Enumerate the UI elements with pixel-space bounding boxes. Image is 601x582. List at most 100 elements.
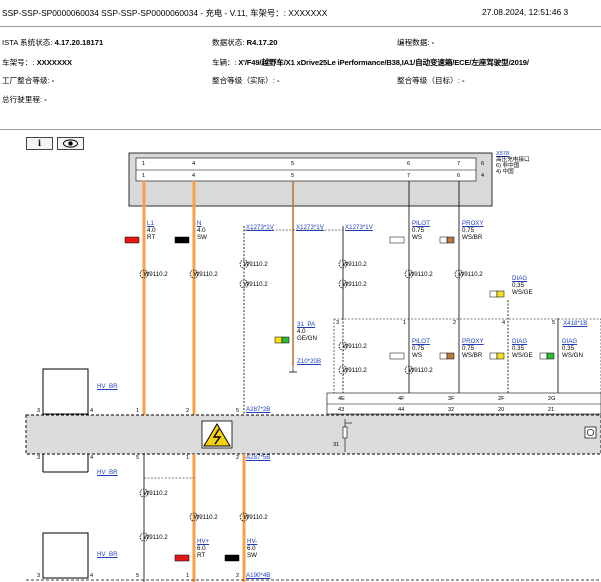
splice-a287-2b[interactable]: A287*2B <box>246 406 271 413</box>
document-datetime: 27.08.2024, 12:51:46 3 <box>482 7 569 17</box>
shield-circle-12 <box>139 488 149 498</box>
swatch-diag-mid-a <box>489 352 498 360</box>
pin-r2-4: 4 <box>192 173 196 179</box>
factory-level: 工厂整合等级: - <box>2 76 55 85</box>
wire-label-hvminus[interactable]: HV- 6.0 SW <box>247 538 258 559</box>
bottom-pin-2: 2 <box>236 573 240 579</box>
wire-label-hvplus[interactable]: HV+ 6.0 RT <box>197 538 210 559</box>
swatch-proxy-top-b <box>446 236 455 244</box>
target-level: 整合等级（目标）: - <box>397 76 465 85</box>
hv-br-label-top[interactable]: HV_BR <box>97 383 118 390</box>
connector-x578-inner <box>135 157 477 182</box>
eye-icon <box>63 139 78 148</box>
hv-br-box-top <box>42 368 89 415</box>
shield-label-11: : W9110.2 <box>405 367 433 374</box>
pin-r2-7: 7 <box>407 173 411 179</box>
shield-label-10: : W9110.2 <box>339 367 367 374</box>
bottom-pin-3: 3 <box>37 573 41 579</box>
ista-status: ISTA 系统状态: 4.17.20.18171 <box>2 38 104 47</box>
shield-circle-11 <box>404 365 414 375</box>
term-44: 44 <box>398 407 405 413</box>
wire-label-l1[interactable]: L1 4.0 RT <box>147 220 156 241</box>
shield-circle-2 <box>189 269 199 279</box>
splice-a287-5b[interactable]: A287*5B <box>246 454 271 461</box>
shield-label-1: : W9110.2 <box>140 271 168 278</box>
swatch-31pa-a <box>274 336 283 344</box>
shield-circle-14 <box>239 512 249 522</box>
pin-r2-5: 5 <box>291 173 295 179</box>
connector-desc-1: 高压充电接口 <box>496 157 530 163</box>
view-toggle-button[interactable] <box>57 137 84 150</box>
mid-pin-5: 5 <box>552 320 556 326</box>
hv-br-box-bottom <box>42 532 89 579</box>
term-20: 20 <box>498 407 505 413</box>
wire-label-pilot-mid[interactable]: PILOT 0.75 WS <box>412 338 430 359</box>
hv-br-label-bottom[interactable]: HV_BR <box>97 551 118 558</box>
swatch-proxy-mid-a <box>439 352 448 360</box>
shield-label-2: : W9110.2 <box>190 271 218 278</box>
shield-label-7: : W9110.2 <box>405 271 433 278</box>
bar-bottom-2: 2 <box>236 455 240 461</box>
splice-a190[interactable]: A190*4B <box>246 572 271 579</box>
swatch-31pa-b <box>281 336 290 344</box>
shield-circle-3 <box>239 259 249 269</box>
bar-bottom-4: 4 <box>90 455 94 461</box>
wire-label-pilot-top[interactable]: PILOT 0.75 WS <box>412 220 430 241</box>
pin-r1-4: 4 <box>192 161 196 167</box>
bar-bottom-5: 5 <box>136 455 140 461</box>
splice-x1273-b[interactable]: X1273*1V <box>296 224 324 231</box>
swatch-hvminus <box>224 554 240 562</box>
connector-id[interactable]: X578 <box>496 151 510 157</box>
document-title: SSP-SSP-SP0000060034 SSP-SSP-SP000006003… <box>2 8 328 18</box>
wire-label-diag1[interactable]: DIAG 0.35 WS/GE <box>512 275 533 296</box>
info-button[interactable]: i <box>26 137 53 150</box>
swatch-n <box>174 236 190 244</box>
mileage: 总行驶里程: - <box>2 95 47 104</box>
mid-pin-1: 1 <box>403 320 407 326</box>
wire-label-n[interactable]: N 4.0 SW <box>197 220 207 241</box>
wire-label-diag-mid2[interactable]: DIAG 0.35 WS/GN <box>562 338 583 359</box>
shield-label-14: : W9110.2 <box>240 514 268 521</box>
shield-circle-15 <box>139 532 149 542</box>
swatch-pilot-mid <box>389 352 405 360</box>
wire-label-31pa[interactable]: 31_PA 4.0 GE/GN <box>297 321 317 342</box>
shield-circle-6 <box>338 279 348 289</box>
swatch-diag1-a <box>489 290 498 298</box>
swatch-diag1-b <box>496 290 505 298</box>
splice-x1273-a[interactable]: X1273*1V <box>246 224 274 231</box>
term-3f: 3F <box>448 396 455 402</box>
shield-circle-7 <box>404 269 414 279</box>
pin-side-4: 4 <box>481 173 485 179</box>
bar-bottom-1: 1 <box>186 455 190 461</box>
term-21: 21 <box>548 407 555 413</box>
swatch-proxy-top-a <box>439 236 448 244</box>
bottom-pin-5: 5 <box>136 573 140 579</box>
term-32: 32 <box>448 407 455 413</box>
bar-top-5: 5 <box>236 408 240 414</box>
splice-z10[interactable]: Z10*20B <box>297 358 322 365</box>
pin-row-block <box>333 318 601 416</box>
ground-resistor <box>342 426 348 439</box>
pin-r2-6: 6 <box>457 173 461 179</box>
splice-x1273-c[interactable]: X1273*1V <box>345 224 373 231</box>
shield-label-4: : W9110.2 <box>240 281 268 288</box>
mid-pin-4: 4 <box>502 320 506 326</box>
data-status: 数据状态: R4.17.20 <box>212 38 278 47</box>
wire-label-proxy-mid[interactable]: PROXY 0.75 WS/BR <box>462 338 484 359</box>
shield-circle-13 <box>189 512 199 522</box>
connector-desc-3: 4) 中国 <box>496 169 514 175</box>
shield-circle-10 <box>338 365 348 375</box>
shield-circle-8 <box>454 269 464 279</box>
vehicle: 车辆：: X'/F49/越野车/X1 xDrive25Le iPerforman… <box>212 58 529 67</box>
wire-label-proxy-top[interactable]: PROXY 0.75 WS/BR <box>462 220 484 241</box>
term-2g: 2G <box>548 396 556 402</box>
actual-level: 整合等级（实际）: - <box>212 76 280 85</box>
connector-desc-2: 6) 非中国 <box>496 163 520 169</box>
wire-label-diag-mid[interactable]: DIAG 0.35 WS/GE <box>512 338 533 359</box>
splice-x418[interactable]: X418*1B <box>563 320 588 327</box>
pin-r2-1: 1 <box>142 173 146 179</box>
vin: 车架号：: XXXXXXX <box>2 58 73 67</box>
programming-data: 编程数据: - <box>397 38 435 47</box>
swatch-diag-mid2-a <box>539 352 548 360</box>
hv-br-label-mid[interactable]: HV_BR <box>97 469 118 476</box>
